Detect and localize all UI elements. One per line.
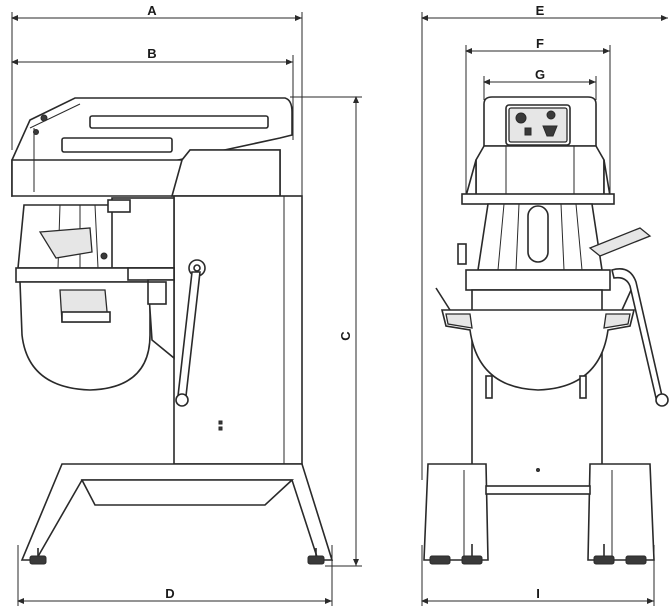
start-button-icon[interactable] — [546, 110, 556, 120]
guard-window — [527, 205, 549, 263]
front-view — [421, 12, 669, 606]
mixer-base — [20, 463, 334, 561]
speed-knob-icon[interactable] — [515, 112, 527, 124]
bowl-symbol-icon — [542, 125, 558, 137]
dimension-label-c: C — [338, 331, 353, 341]
dimension-label-b: B — [147, 46, 156, 61]
dimension-label-e: E — [536, 3, 545, 18]
side-view — [11, 12, 362, 606]
dimension-label-a: A — [147, 3, 157, 18]
dimension-label-g: G — [535, 67, 545, 82]
mixing-bowl — [19, 281, 151, 391]
lever-knob[interactable] — [175, 393, 189, 407]
mixer-column — [173, 195, 303, 465]
dimension-label-d: D — [165, 586, 174, 601]
safety-guard — [38, 227, 93, 259]
front-guard-handle[interactable] — [588, 227, 652, 257]
front-leg-right — [587, 463, 655, 561]
foot-left — [29, 555, 47, 565]
dimension-label-f: F — [536, 36, 544, 51]
front-lift-lever[interactable] — [611, 268, 663, 400]
control-knob-icon — [40, 114, 48, 122]
dimension-label-i: I — [536, 586, 540, 601]
front-leg-left — [423, 463, 489, 561]
foot-right — [307, 555, 325, 565]
stop-button-icon[interactable] — [524, 127, 532, 136]
front-mixing-bowl — [440, 309, 636, 391]
